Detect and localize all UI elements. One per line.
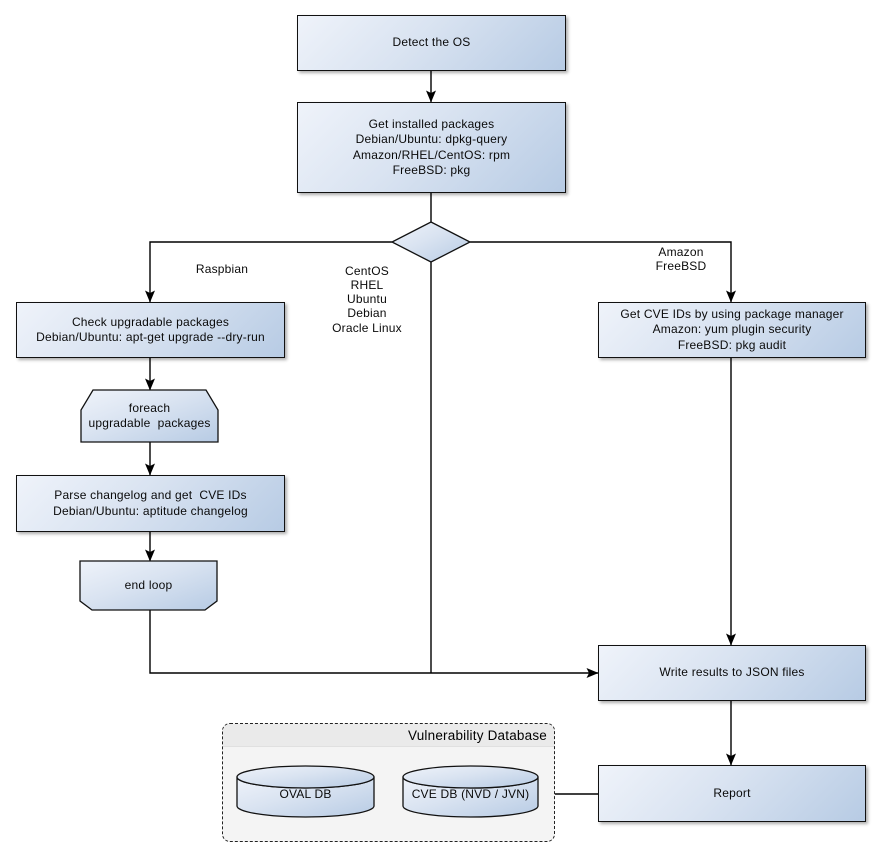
edge-decision-to-check-raspbian	[145, 241, 392, 303]
cve-db-cylinder	[402, 765, 539, 818]
branch-label-os-list: CentOS RHEL Ubuntu Debian Oracle Linux	[332, 264, 402, 335]
node-parse-changelog: Parse changelog and get CVE IDs Debian/U…	[16, 475, 285, 532]
edge-merge-to-writeresults	[149, 610, 599, 678]
branch-label-raspbian: Raspbian	[195, 262, 249, 276]
end-loop-shape	[79, 560, 218, 611]
cve-db-label: CVE DB (NVD / JVN)	[411, 787, 530, 802]
node-write-results: Write results to JSON files	[598, 645, 866, 701]
node-report: Report	[598, 765, 866, 822]
edge-decision-to-getcve-amazon	[470, 241, 736, 303]
node-get-installed-packages: Get installed packages Debian/Ubuntu: dp…	[297, 102, 566, 193]
node-check-upgradable: Check upgradable packages Debian/Ubuntu:…	[16, 302, 285, 358]
os-decision-diamond	[390, 221, 472, 263]
node-get-cve-ids: Get CVE IDs by using package manager Ama…	[598, 302, 866, 358]
end-loop-label: end loop	[124, 577, 173, 592]
branch-label-amazon-freebsd: Amazon FreeBSD	[655, 245, 707, 274]
foreach-loop-label: foreach upgradable packages	[88, 400, 211, 430]
oval-db-cylinder	[236, 765, 375, 818]
vulnerability-database-title: Vulnerability Database	[408, 727, 547, 743]
node-detect-os: Detect the OS	[297, 15, 566, 71]
foreach-loop-shape	[80, 389, 219, 443]
vulnerability-database-title-band: Vulnerability Database	[223, 724, 554, 747]
oval-db-label: OVAL DB	[279, 787, 332, 802]
